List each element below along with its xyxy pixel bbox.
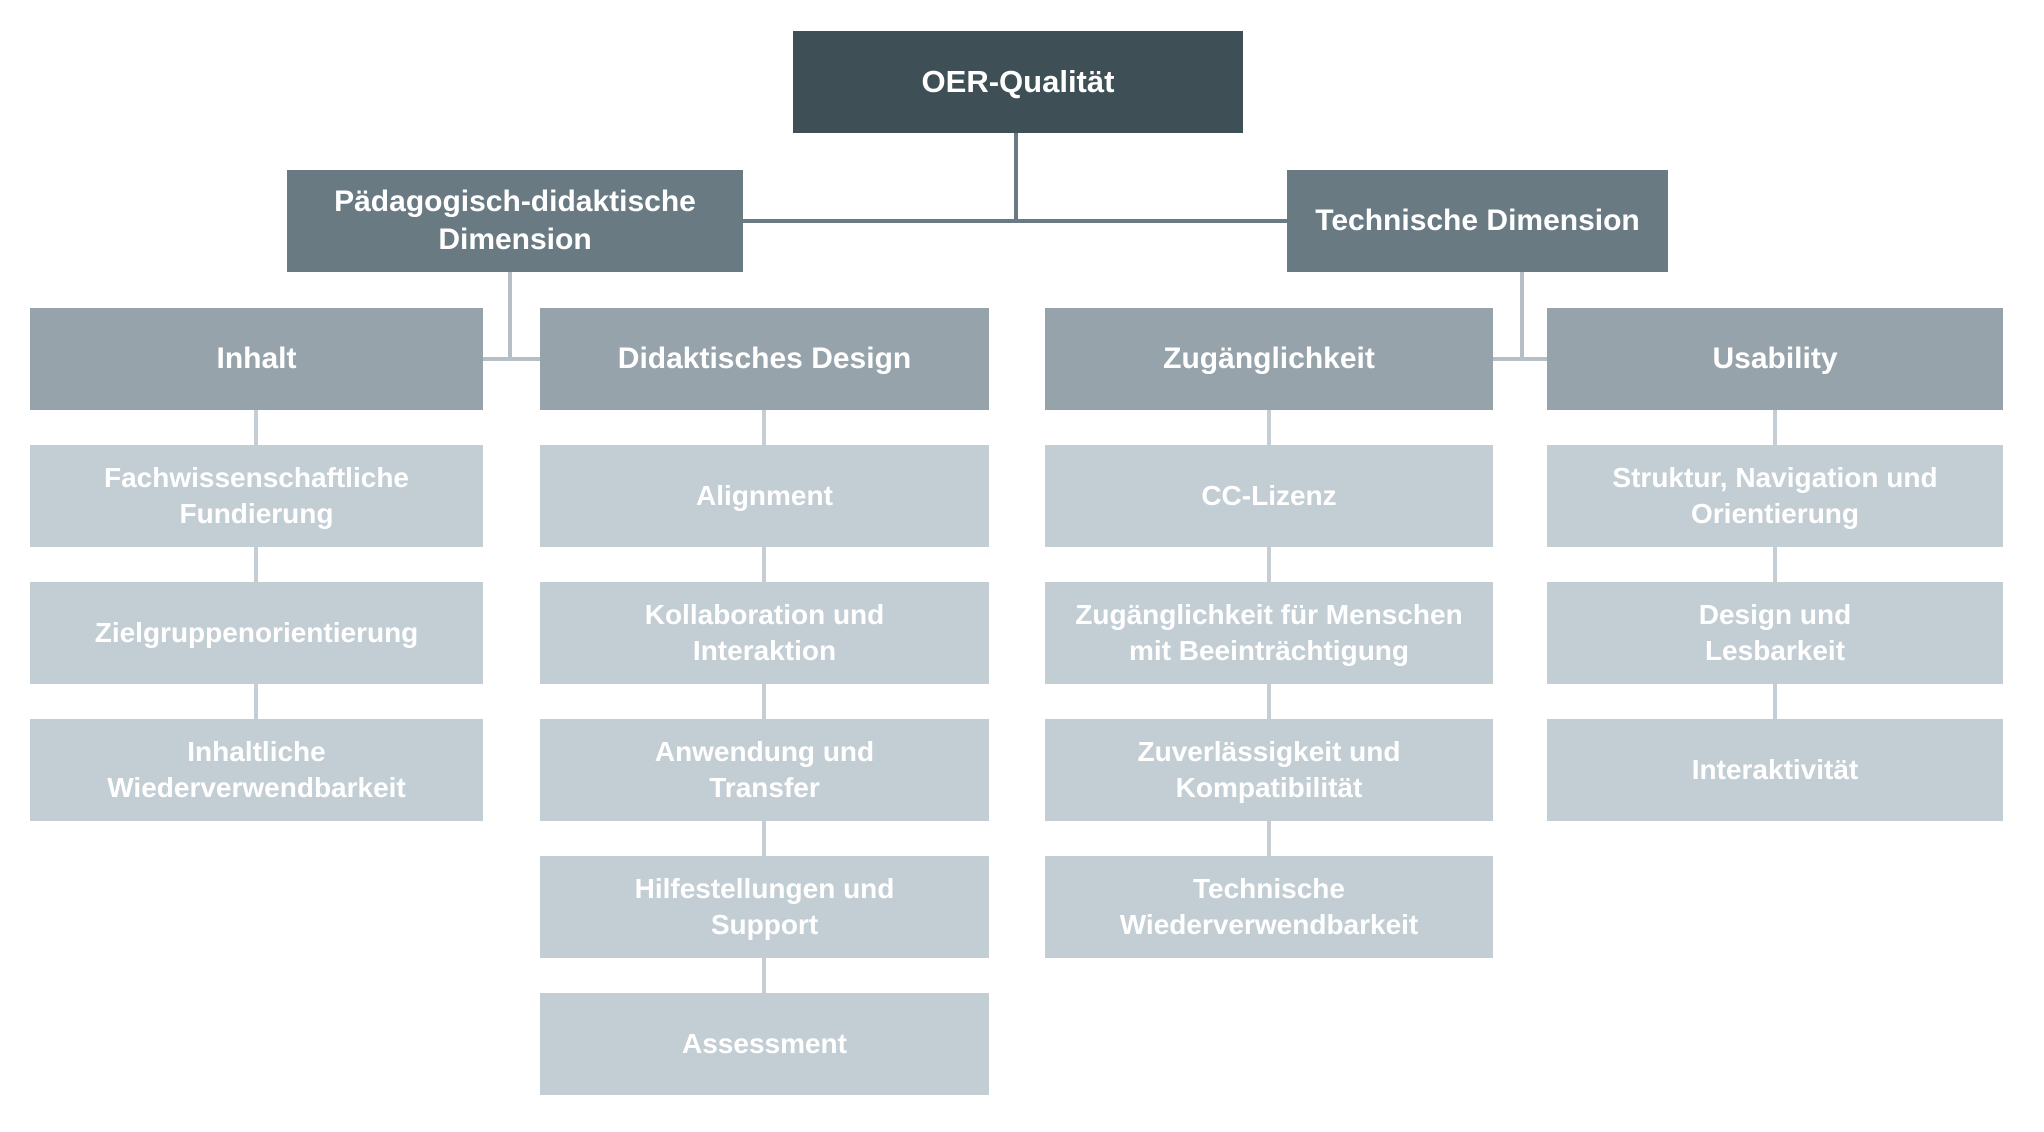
connector-col3-gap3 (1267, 821, 1271, 856)
header-usability: Usability (1547, 308, 2003, 410)
node-oer-qualitaet: OER-Qualität (793, 31, 1243, 133)
item-label: Anwendung und Transfer (654, 736, 875, 803)
connector-root-horizontal (743, 219, 1287, 223)
header-didaktisches-design-label: Didaktisches Design (617, 341, 912, 375)
header-didaktisches-design: Didaktisches Design (540, 308, 989, 410)
item-label: CC-Lizenz (1201, 480, 1337, 512)
item-label: Technische Wiederverwendbarkeit (1119, 873, 1419, 940)
connector-col1-gap0 (254, 410, 258, 445)
item-zuverlaessigkeit-und-kompatibilitaet: Zuverlässigkeit und Kompatibilität (1045, 719, 1493, 821)
connector-right-dimension-horizontal (1493, 357, 1547, 361)
item-kollaboration-und-interaktion: Kollaboration und Interaktion (540, 582, 989, 684)
header-zugaenglichkeit: Zugänglichkeit (1045, 308, 1493, 410)
item-design-und-lesbarkeit: Design und Lesbarkeit (1547, 582, 2003, 684)
item-label: Assessment (682, 1028, 847, 1060)
item-label: Interaktivität (1691, 754, 1859, 786)
connector-col4-gap1 (1773, 547, 1777, 582)
header-inhalt: Inhalt (30, 308, 483, 410)
item-zielgruppenorientierung: Zielgruppenorientierung (30, 582, 483, 684)
header-zugaenglichkeit-label: Zugänglichkeit (1163, 341, 1375, 375)
item-cc-lizenz: CC-Lizenz (1045, 445, 1493, 547)
item-label: Zugänglichkeit für Menschen mit Beeinträ… (1075, 599, 1463, 666)
connector-col3-gap1 (1267, 547, 1271, 582)
item-label: Hilfestellungen und Support (634, 873, 895, 940)
node-technische-dimension-label: Technische Dimension (1315, 203, 1640, 237)
item-zugaenglichkeit-fuer-menschen: Zugänglichkeit für Menschen mit Beeinträ… (1045, 582, 1493, 684)
header-inhalt-label: Inhalt (216, 341, 297, 375)
node-oer-qualitaet-label: OER-Qualität (921, 64, 1115, 100)
item-label: Inhaltliche Wiederverwendbarkeit (107, 736, 406, 803)
connector-col4-gap2 (1773, 684, 1777, 719)
item-fachwissenschaftliche-fundierung: Fachwissenschaftliche Fundierung (30, 445, 483, 547)
item-label: Zielgruppenorientierung (94, 617, 419, 649)
connector-root-vertical (1014, 133, 1018, 221)
connector-col2-gap3 (762, 821, 766, 856)
connector-col2-gap0 (762, 410, 766, 445)
connector-col1-gap2 (254, 684, 258, 719)
item-label: Struktur, Navigation und Orientierung (1612, 462, 1938, 529)
item-hilfestellungen-und-support: Hilfestellungen und Support (540, 856, 989, 958)
connector-col2-gap4 (762, 958, 766, 993)
item-label: Kollaboration und Interaktion (644, 599, 885, 666)
item-interaktivitaet: Interaktivität (1547, 719, 2003, 821)
item-assessment: Assessment (540, 993, 989, 1095)
connector-right-dimension-vertical (1520, 272, 1524, 361)
item-label: Design und Lesbarkeit (1698, 599, 1852, 666)
item-anwendung-und-transfer: Anwendung und Transfer (540, 719, 989, 821)
connector-left-dimension-horizontal (483, 357, 540, 361)
header-usability-label: Usability (1712, 341, 1838, 375)
item-technische-wiederverwendbarkeit: Technische Wiederverwendbarkeit (1045, 856, 1493, 958)
connector-col4-gap0 (1773, 410, 1777, 445)
connector-col3-gap0 (1267, 410, 1271, 445)
connector-left-dimension-vertical (508, 272, 512, 361)
connector-col2-gap2 (762, 684, 766, 719)
connector-col2-gap1 (762, 547, 766, 582)
connector-col1-gap1 (254, 547, 258, 582)
item-label: Zuverlässigkeit und Kompatibilität (1137, 736, 1401, 803)
item-alignment: Alignment (540, 445, 989, 547)
connector-col3-gap2 (1267, 684, 1271, 719)
node-paedagogisch-didaktische-dimension: Pädagogisch-didaktische Dimension (287, 170, 743, 272)
node-paedagogisch-didaktische-dimension-label: Pädagogisch-didaktische Dimension (334, 184, 696, 256)
node-technische-dimension: Technische Dimension (1287, 170, 1668, 272)
item-label: Alignment (696, 480, 833, 512)
item-label: Fachwissenschaftliche Fundierung (103, 462, 409, 529)
item-struktur-navigation-orientierung: Struktur, Navigation und Orientierung (1547, 445, 2003, 547)
item-inhaltliche-wiederverwendbarkeit: Inhaltliche Wiederverwendbarkeit (30, 719, 483, 821)
